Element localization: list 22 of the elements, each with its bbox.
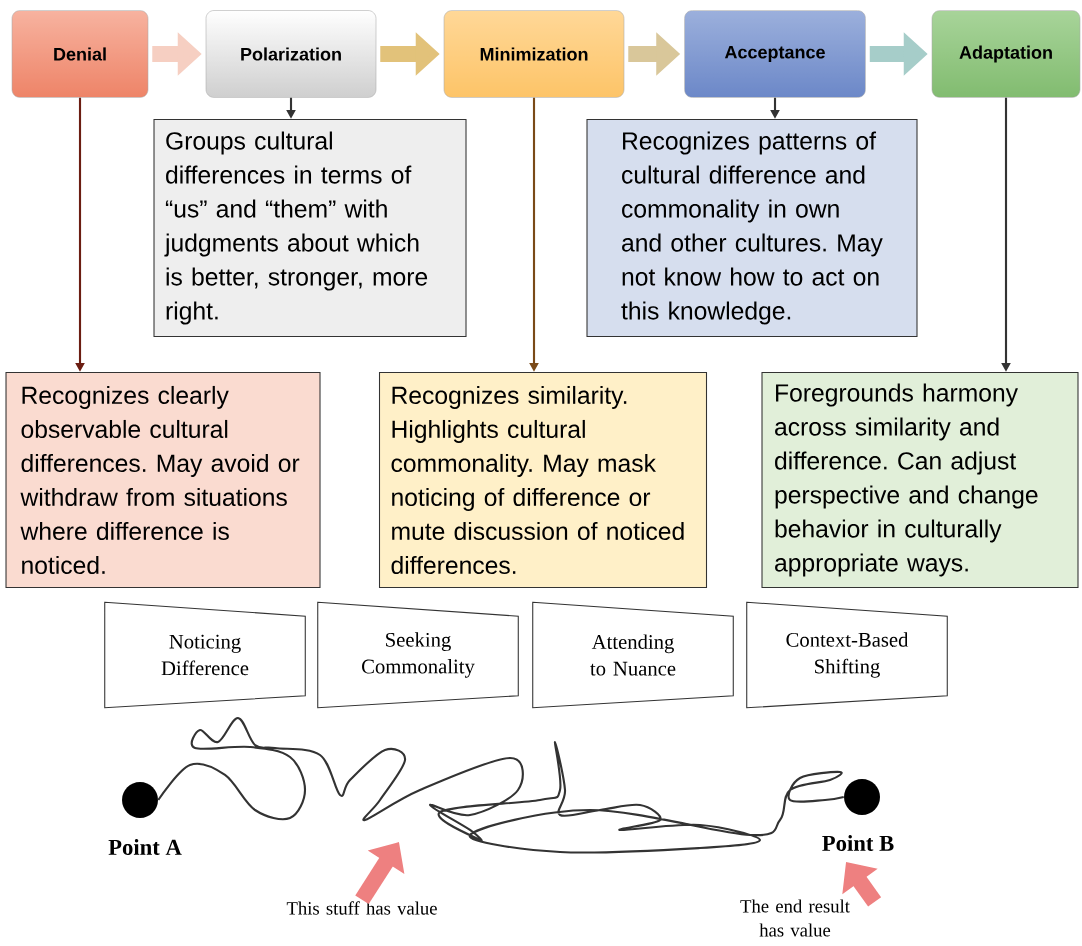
point-dot — [844, 779, 880, 815]
pointer-arrow — [842, 862, 882, 907]
trapezoid-box: Noticing Difference — [104, 601, 306, 709]
stage-box: Acceptance — [684, 10, 866, 98]
stage-box: Adaptation — [931, 10, 1081, 98]
description-box: Recognizes clearly observable cultural differences. May avoid or withdraw from situations where difference is noticed. — [5, 371, 321, 589]
stage-box: Minimization — [443, 10, 625, 98]
description-box: Recognizes patterns of cultural difference and commonality in own and other cultures. May not know how to act on this knowledge. — [586, 118, 918, 338]
point-dot — [122, 782, 158, 818]
stage-box: Polarization — [205, 10, 377, 98]
trapezoid-box: Attending to Nuance — [532, 601, 734, 709]
stage-box: Denial — [11, 10, 149, 98]
point-label: Point B — [822, 835, 894, 851]
description-box: Recognizes similarity. Highlights cultural commonality. May mask noticing of difference or mute discussion of noticed differences. — [378, 371, 708, 589]
description-box: Foregrounds harmony across similarity and difference. Can adjust perspective and change behavior in culturally appropriate ways. — [761, 371, 1079, 589]
squiggle-line — [157, 716, 844, 854]
note-text: This stuff has value — [286, 901, 437, 915]
trapezoid-box: Seeking Commonality — [317, 601, 519, 709]
trapezoid-box: Context-Based Shifting — [746, 601, 948, 709]
note-text: The end result has value — [740, 899, 850, 937]
point-label: Point A — [108, 839, 182, 855]
description-box: Groups cultural differences in terms of “us” and “them” with judgments about which is better, stronger, more right. — [153, 118, 467, 338]
